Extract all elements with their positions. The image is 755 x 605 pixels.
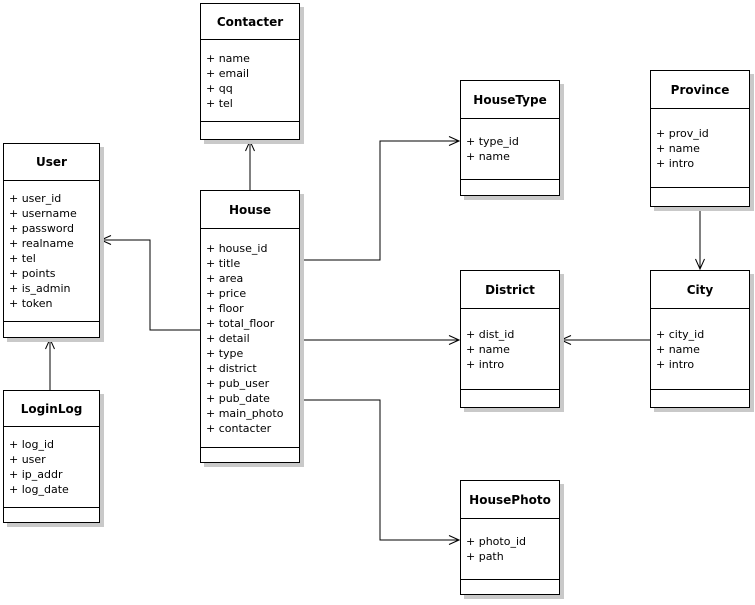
- class-title-user: User: [4, 144, 99, 181]
- class-attributes-city: + city_id+ name+ intro: [651, 309, 749, 389]
- class-operations-empty-housephoto: [461, 579, 559, 594]
- class-attribute: + name: [206, 51, 250, 65]
- class-attribute: + ip_addr: [9, 468, 63, 481]
- class-node-district[interactable]: District+ dist_id+ name+ intro: [460, 270, 560, 408]
- class-attribute: + type: [206, 346, 244, 360]
- class-node-loginlog[interactable]: LoginLog + log_id + user + ip_addr + log_dat…: [3, 390, 100, 523]
- relation-house-to-housephoto: [300, 399, 459, 540]
- class-attribute: + main_photo: [206, 406, 284, 420]
- class-attribute: + price: [206, 286, 247, 300]
- class-node-province[interactable]: Province+ prov_id+ name+ intro: [650, 70, 750, 207]
- class-attribute: + points: [9, 267, 56, 280]
- class-attribute: + dist_id: [466, 327, 515, 341]
- class-attribute: + name: [656, 141, 700, 155]
- class-title-district: District: [461, 271, 559, 309]
- class-attribute: + pub_date: [206, 391, 270, 405]
- class-operations-empty-house: [201, 447, 299, 462]
- class-attribute: + prov_id: [656, 126, 709, 140]
- class-title-contacter: Contacter: [201, 4, 299, 40]
- class-attribute: + realname: [9, 237, 74, 250]
- class-attribute: + name: [656, 342, 700, 356]
- class-attributes-housetype: + type_id + name: [461, 119, 559, 179]
- class-attribute: + city_id: [656, 327, 705, 341]
- class-title-province: Province: [651, 71, 749, 109]
- class-attribute: + user_id: [9, 192, 62, 205]
- class-attribute: + log_date: [9, 483, 69, 496]
- class-attribute: + name: [466, 342, 510, 356]
- class-attribute: + tel: [206, 96, 233, 110]
- class-attribute: + photo_id: [466, 535, 526, 548]
- class-node-housetype[interactable]: HouseType + type_id + name: [460, 80, 560, 196]
- class-attributes-housephoto: + photo_id + path: [461, 519, 559, 579]
- class-attribute: + pub_user: [206, 376, 270, 390]
- class-operations-empty-district: [461, 389, 559, 407]
- class-attribute: + detail: [206, 331, 250, 345]
- class-node-house[interactable]: House+ house_id+ title+ area+ price+ flo…: [200, 190, 300, 463]
- class-attribute: + password: [9, 222, 74, 235]
- class-attribute: + floor: [206, 301, 244, 315]
- class-attribute: + email: [206, 66, 250, 80]
- class-attribute: + token: [9, 297, 53, 310]
- class-attribute: + area: [206, 271, 244, 285]
- class-title-loginlog: LoginLog: [4, 391, 99, 427]
- class-attributes-house: + house_id+ title+ area+ price+ floor+ t…: [201, 229, 299, 447]
- class-attribute: + log_id: [9, 438, 55, 451]
- class-attribute: + tel: [9, 252, 36, 265]
- class-attribute: + path: [466, 550, 504, 563]
- class-attribute: + name: [466, 150, 510, 163]
- class-attribute: + intro: [656, 357, 695, 371]
- class-title-city: City: [651, 271, 749, 309]
- class-operations-empty-user: [4, 321, 99, 337]
- class-attribute: + house_id: [206, 241, 268, 255]
- class-attributes-user: + user_id + username + password + realname +…: [4, 181, 99, 321]
- class-attributes-contacter: + name+ email+ qq+ tel: [201, 40, 299, 121]
- class-title-housetype: HouseType: [461, 81, 559, 119]
- class-attribute: + title: [206, 256, 241, 270]
- class-title-housephoto: HousePhoto: [461, 481, 559, 519]
- class-node-housephoto[interactable]: HousePhoto + photo_id + path: [460, 480, 560, 595]
- class-operations-empty-housetype: [461, 179, 559, 195]
- relation-house-to-user: [101, 240, 200, 331]
- class-node-contacter[interactable]: Contacter+ name+ email+ qq+ tel: [200, 3, 300, 140]
- class-node-user[interactable]: User + user_id + username + password + realn…: [3, 143, 100, 338]
- class-attribute: + qq: [206, 81, 233, 95]
- class-operations-empty-province: [651, 187, 749, 206]
- class-attribute: + district: [206, 361, 257, 375]
- class-attribute: + username: [9, 207, 77, 220]
- class-attributes-district: + dist_id+ name+ intro: [461, 309, 559, 389]
- class-attributes-province: + prov_id+ name+ intro: [651, 109, 749, 187]
- class-operations-empty-loginlog: [4, 507, 99, 522]
- class-node-city[interactable]: City+ city_id+ name+ intro: [650, 270, 750, 408]
- class-operations-empty-city: [651, 389, 749, 407]
- class-attribute: + intro: [466, 357, 505, 371]
- class-attributes-loginlog: + log_id + user + ip_addr + log_date: [4, 427, 99, 507]
- relation-house-to-housetype: [300, 141, 459, 261]
- class-attribute: + total_floor: [206, 316, 275, 330]
- class-attribute: + type_id: [466, 135, 519, 148]
- class-title-house: House: [201, 191, 299, 229]
- class-attribute: + is_admin: [9, 282, 71, 295]
- class-attribute: + user: [9, 453, 46, 466]
- class-operations-empty-contacter: [201, 121, 299, 139]
- class-attribute: + intro: [656, 156, 695, 170]
- class-attribute: + contacter: [206, 421, 272, 435]
